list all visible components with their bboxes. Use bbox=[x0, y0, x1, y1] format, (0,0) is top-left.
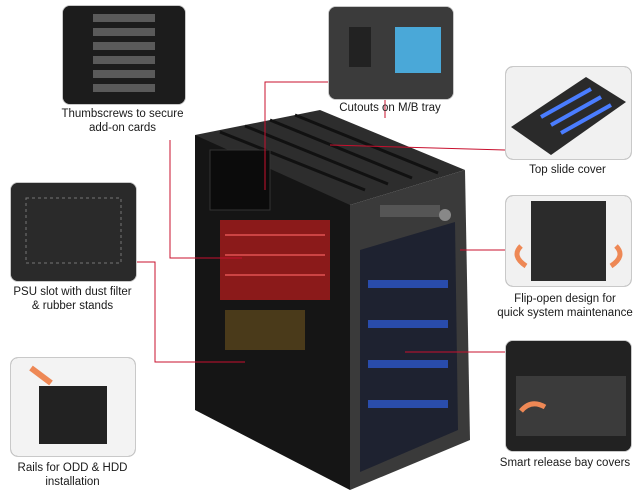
psu-slot-caption: PSU slot with dust filter & rubber stand… bbox=[13, 286, 132, 312]
rails-caption: Rails for ODD & HDD installation bbox=[17, 462, 128, 488]
rails-inset bbox=[10, 357, 136, 457]
thumbscrews-inset bbox=[62, 5, 186, 105]
psu-slot-inset bbox=[10, 182, 137, 282]
flip-open-caption: Flip-open design for quick system mainte… bbox=[497, 293, 633, 319]
top-slide-caption: Top slide cover bbox=[529, 164, 606, 176]
pc-case-illustration bbox=[195, 110, 470, 490]
mb-tray-inset bbox=[328, 6, 454, 100]
smart-release-inset bbox=[505, 340, 632, 452]
top-slide-inset bbox=[505, 66, 632, 160]
smart-release-caption: Smart release bay covers bbox=[499, 457, 631, 469]
thumbscrews-caption: Thumbscrews to secure add-on cards bbox=[61, 108, 184, 134]
flip-open-inset bbox=[505, 195, 632, 287]
mb-tray-caption: Cutouts on M/B tray bbox=[339, 102, 441, 114]
